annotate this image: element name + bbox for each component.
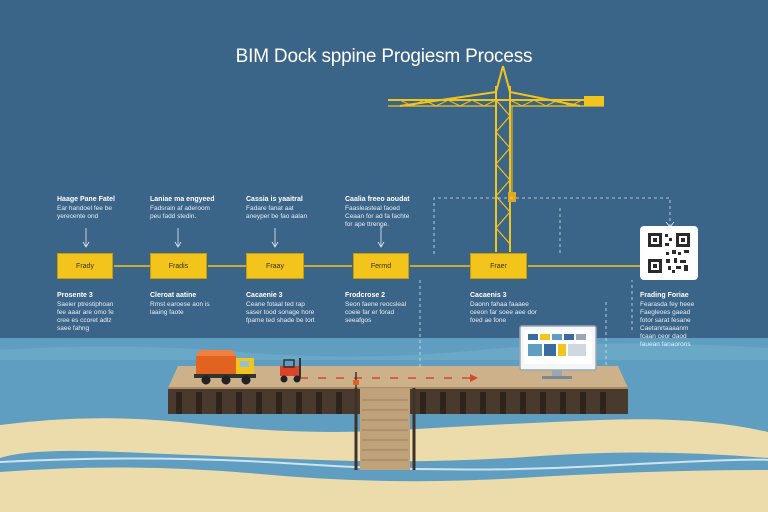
stage-1-bottom-note: Prosente 3 Saeier ptrestiphoan fee aaar a… (57, 292, 149, 333)
dashed-guides (419, 197, 671, 368)
tower-crane-icon (388, 65, 604, 252)
stage-4-top-text: Faasleasteal faoed Ceaan for ad fa facht… (345, 205, 410, 228)
stage-5-bottom-text: Daonn fahaa faaaee ceeon far soee aee do… (470, 301, 537, 324)
crane-hook-block (508, 192, 516, 202)
qr-code-icon (640, 226, 698, 280)
stage-1-bottom-text: Saeier ptrestiphoan fee aaar are omo fe … (57, 301, 114, 332)
stage-3-top-heading: Cassia is yaaitral (246, 196, 303, 203)
stage-4-bottom-note: Frodcrose 2 Seon faene reocsleal coeie fa… (345, 292, 437, 325)
sand-band-lower (0, 467, 768, 512)
stage-6-bottom-text: Fearasda fey heee Faegleoes gaead fotor … (640, 301, 695, 348)
stage-1-bottom-heading: Prosente 3 (57, 292, 93, 299)
crane-counterweight (584, 96, 604, 106)
marker-post (353, 372, 359, 388)
stage-3-bottom-note: Cacaenie 3 Ceane fotaal ted rap saser too… (246, 292, 338, 325)
stage-4-box: Fermd (353, 253, 409, 279)
stage-4-bottom-heading: Frodcrose 2 (345, 292, 386, 299)
stage-1-top-text: Ear handoel fee be yerecente ond (57, 205, 112, 220)
stage-4-top-heading: Caalia freeo aoudat (345, 196, 410, 203)
dock-piles (176, 392, 606, 414)
monitor-icon (519, 325, 597, 379)
stage-4-bottom-text: Seon faene reocsleal coeie far er forad … (345, 301, 407, 324)
stage-3-bottom-text: Ceane fotaal ted rap saser tood sonage h… (246, 301, 315, 324)
stage-2-top-text: Fadsrain af aderoom peu fadd stedin. (150, 205, 210, 220)
forklift-icon (280, 358, 301, 383)
stage-6-bottom-heading: Frading Foriae (640, 292, 689, 299)
stage-2-top-heading: Laniae ma engyeed (150, 196, 215, 203)
stage-2-bottom-heading: Cleroat aatine (150, 292, 197, 299)
stage-3-top-text: Fadare fanat aat aneyper be fao aalan (246, 205, 308, 220)
dump-truck-icon (194, 350, 256, 385)
stage-5-bottom-note: Cacaenis 3 Daonn fahaa faaaee ceeon far s… (470, 292, 562, 325)
stage-3-bottom-heading: Cacaenie 3 (246, 292, 283, 299)
stage-1-box: Frady (57, 253, 113, 279)
arrow-ticks (82, 221, 675, 248)
stage-5-box: Fraer (470, 253, 527, 279)
stage-5-bottom-heading: Cacaenis 3 (470, 292, 507, 299)
stage-2-box: Fradis (150, 253, 207, 279)
stage-1-top-heading: Haage Pane Fatel (57, 196, 115, 203)
stage-2-bottom-text: Rmst earoese aon is laaing faote (150, 301, 210, 316)
page-title: BIM Dock sppine Progiesm Process (235, 46, 533, 67)
stage-3-box: Fraay (246, 253, 304, 279)
